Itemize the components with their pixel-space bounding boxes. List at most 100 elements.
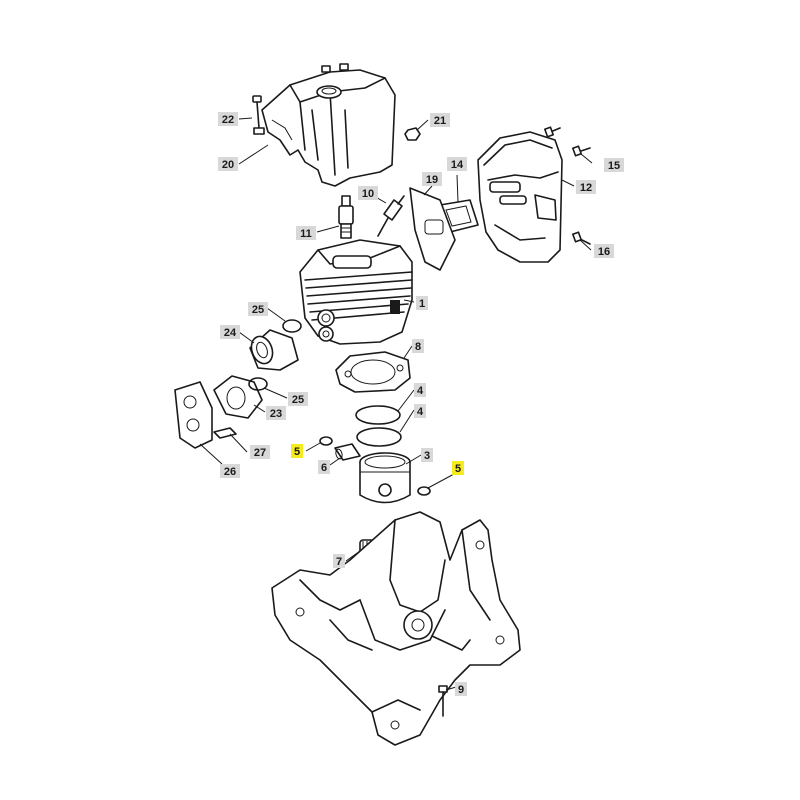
part-piston-rings[interactable]	[355, 405, 402, 447]
part-label-8[interactable]: 8	[412, 339, 424, 353]
part-label-box	[430, 113, 450, 127]
part-label-text: 8	[415, 341, 421, 353]
part-label-text: 14	[451, 159, 464, 171]
part-plate-19[interactable]	[409, 187, 456, 271]
part-label-4b[interactable]: 4	[414, 404, 426, 418]
part-label-25b[interactable]: 25	[288, 392, 308, 406]
part-label-box	[291, 444, 303, 458]
part-clamp-25a[interactable]	[282, 319, 302, 333]
part-label-box	[218, 112, 238, 126]
part-label-5b[interactable]: 5	[452, 461, 464, 475]
part-label-text: 11	[300, 228, 312, 240]
part-muffler[interactable]	[477, 131, 563, 263]
part-circlip-5a[interactable]	[319, 436, 333, 446]
part-screw-22[interactable]	[252, 95, 265, 135]
part-intake-boot[interactable]	[248, 329, 299, 371]
part-label-24[interactable]: 24	[220, 325, 240, 339]
part-label-text: 5	[455, 463, 461, 475]
part-label-text: 20	[222, 159, 234, 171]
part-gasket-8[interactable]	[335, 351, 411, 393]
part-label-19[interactable]: 19	[422, 172, 442, 186]
part-label-box	[576, 180, 596, 194]
part-label-1[interactable]: 1	[416, 296, 428, 310]
part-label-11[interactable]: 11	[296, 226, 316, 240]
part-label-box	[266, 406, 286, 420]
part-label-21[interactable]: 21	[430, 113, 450, 127]
part-label-text: 15	[608, 160, 620, 172]
part-label-box	[218, 157, 238, 171]
part-label-7[interactable]: 7	[333, 554, 345, 568]
part-label-6[interactable]: 6	[318, 460, 330, 474]
part-label-text: 4	[417, 385, 424, 397]
part-label-text: 22	[222, 114, 234, 126]
part-label-9[interactable]: 9	[455, 682, 467, 696]
part-label-box	[452, 461, 464, 475]
part-crankcase[interactable]	[271, 511, 521, 746]
part-label-box	[412, 339, 424, 353]
part-label-text: 16	[598, 246, 610, 258]
part-clamp-25b[interactable]	[248, 377, 268, 391]
part-label-text: 23	[270, 408, 282, 420]
part-label-box	[220, 464, 240, 478]
part-label-text: 7	[336, 556, 342, 568]
part-pin-27[interactable]	[213, 427, 237, 439]
part-screw-16[interactable]	[572, 231, 591, 245]
part-label-5a[interactable]: 5	[291, 444, 303, 458]
part-label-text: 12	[580, 182, 592, 194]
part-label-box	[604, 158, 624, 172]
part-label-box	[250, 445, 270, 459]
part-label-box	[220, 325, 240, 339]
part-label-box	[296, 226, 316, 240]
part-label-box	[414, 383, 426, 397]
part-labels: 22 20 21 14 19 10 11 15 12 16 1 25 24 8 25 23 4 4 27 5 3 6 5 26…	[218, 112, 624, 696]
part-label-15[interactable]: 15	[604, 158, 624, 172]
part-label-box	[358, 186, 378, 200]
part-label-3[interactable]: 3	[421, 448, 433, 462]
part-label-12[interactable]: 12	[576, 180, 596, 194]
part-screw-15[interactable]	[544, 126, 591, 157]
part-label-text: 6	[321, 462, 327, 474]
part-label-26[interactable]: 26	[220, 464, 240, 478]
part-label-text: 25	[292, 394, 304, 406]
part-label-text: 9	[458, 684, 464, 696]
part-label-text: 10	[362, 188, 374, 200]
part-label-text: 4	[417, 406, 424, 418]
part-label-22[interactable]: 22	[218, 112, 238, 126]
part-label-14[interactable]: 14	[447, 157, 467, 171]
part-piston-pin[interactable]	[334, 443, 361, 461]
part-screw-9[interactable]	[438, 685, 448, 717]
part-label-16[interactable]: 16	[594, 244, 614, 258]
part-shroud[interactable]	[261, 63, 396, 187]
part-cylinder[interactable]	[299, 239, 413, 345]
part-label-text: 27	[254, 447, 266, 459]
part-label-23[interactable]: 23	[266, 406, 286, 420]
part-circlip-5b[interactable]	[417, 486, 431, 496]
part-label-4a[interactable]: 4	[414, 383, 426, 397]
part-plate-26[interactable]	[174, 381, 213, 449]
part-label-25a[interactable]: 25	[248, 302, 268, 316]
part-label-text: 21	[434, 115, 446, 127]
part-label-20[interactable]: 20	[218, 157, 238, 171]
part-label-box	[318, 460, 330, 474]
part-label-box	[455, 682, 467, 696]
part-label-box	[422, 172, 442, 186]
part-label-text: 19	[426, 174, 438, 186]
part-intake-flange[interactable]	[213, 375, 263, 419]
part-label-box	[416, 296, 428, 310]
part-valve-10[interactable]	[377, 195, 405, 237]
part-label-text: 26	[224, 466, 236, 478]
part-label-box	[421, 448, 433, 462]
part-label-text: 25	[252, 304, 264, 316]
part-label-27[interactable]: 27	[250, 445, 270, 459]
part-label-text: 24	[224, 327, 237, 339]
part-label-text: 5	[294, 446, 300, 458]
part-label-box	[333, 554, 345, 568]
part-label-text: 1	[419, 298, 425, 310]
part-label-box	[414, 404, 426, 418]
part-piston[interactable]	[359, 452, 411, 504]
part-nut-21[interactable]	[404, 127, 421, 141]
part-spark-plug-11[interactable]	[338, 195, 354, 239]
part-label-10[interactable]: 10	[358, 186, 378, 200]
part-label-box	[288, 392, 308, 406]
